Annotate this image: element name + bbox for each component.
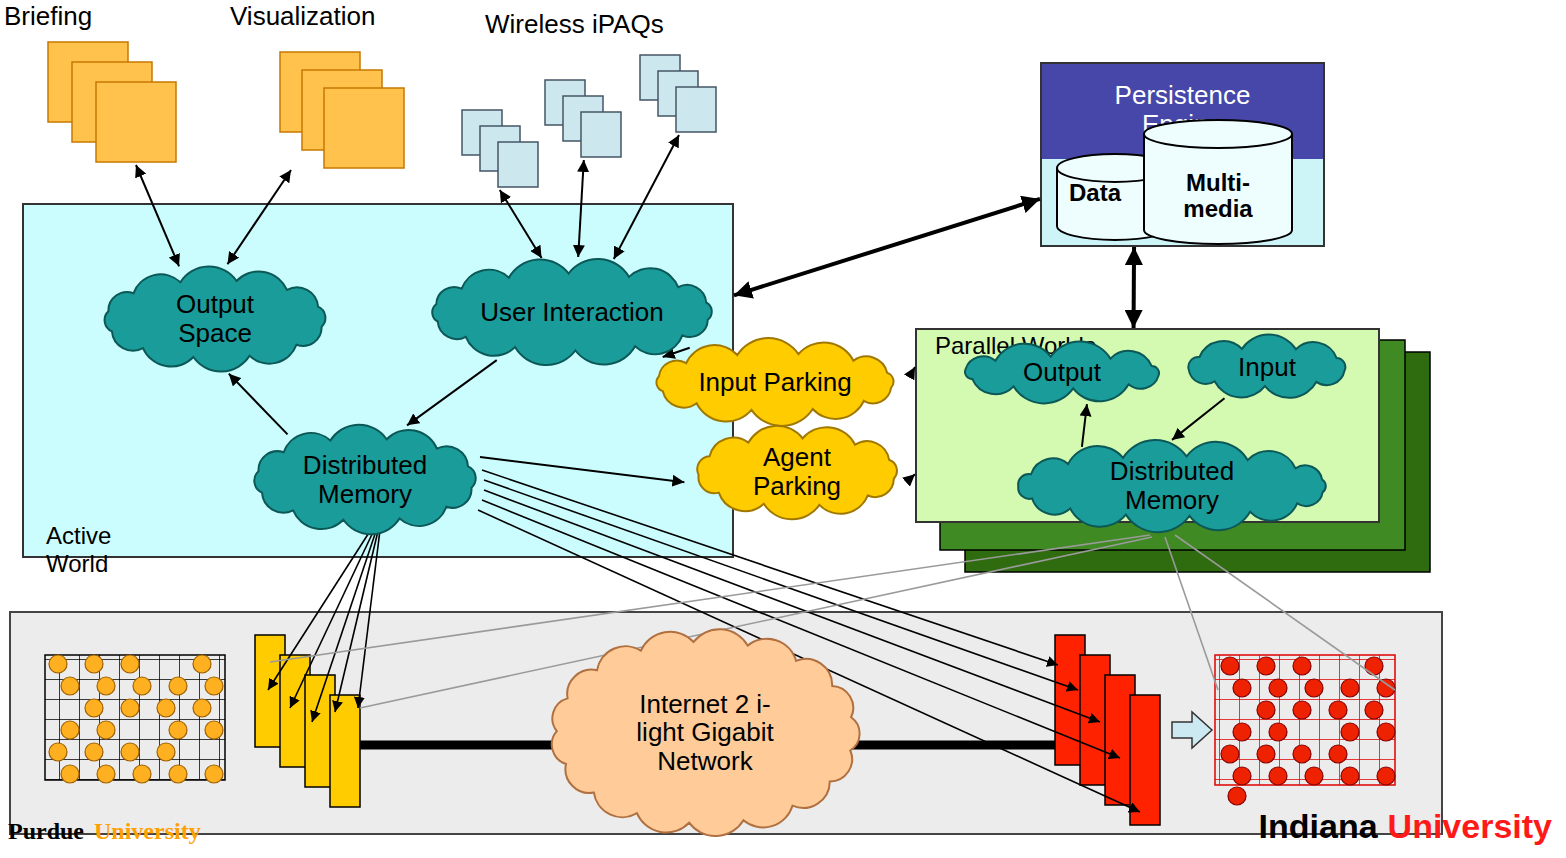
node-label: Output xyxy=(1023,358,1101,387)
node-label: Input xyxy=(1238,353,1296,382)
node-label: Visualization xyxy=(228,2,408,32)
connector-arrow xyxy=(734,199,1040,295)
node-label: Input Parking xyxy=(698,368,851,397)
world-panel: Parallel WorldsOutputInputDistributed Me… xyxy=(915,328,1380,523)
node-label: Internet 2 i-light Gigabit Network xyxy=(636,690,775,776)
visualization-stack: Visualization xyxy=(228,2,408,170)
connector-arrow xyxy=(1132,247,1137,328)
purdue-grid xyxy=(45,655,225,780)
parking-cloud: Input Parking xyxy=(640,337,910,427)
site-label: Purdue xyxy=(8,818,84,844)
database-cylinder: Multi- media xyxy=(1142,120,1294,246)
university-label: Indiana University xyxy=(1259,808,1552,845)
cloud-node: Input xyxy=(1172,332,1362,402)
cloud-node: Distributed Memory xyxy=(1002,440,1342,532)
persistence-box: Persistence EngineDataMulti- media xyxy=(1040,62,1325,247)
node-label: Wireless iPAQs xyxy=(455,10,735,40)
site-label: Indiana xyxy=(1259,808,1378,845)
node-label: Briefing xyxy=(4,2,180,32)
network-cloud: Internet 2 i-light Gigabit Network xyxy=(540,625,870,840)
parking-cloud: Agent Parking xyxy=(682,422,912,522)
university-label: Purdue University xyxy=(8,818,201,844)
node-label: Output Space xyxy=(138,290,293,347)
world-panel: Active WorldOutput SpaceUser Interaction… xyxy=(22,203,734,558)
cloud-node: User Interaction xyxy=(417,257,727,367)
cloud-node: Distributed Memory xyxy=(240,422,490,537)
node-label: Multi- media xyxy=(1176,170,1260,223)
indiana-grid xyxy=(1215,655,1395,785)
transfer-arrow xyxy=(1172,712,1212,748)
cloud-node: Output xyxy=(947,340,1177,405)
site-label: University xyxy=(1388,808,1552,845)
node-label: Distributed Memory xyxy=(1067,457,1278,514)
cloud-node: Output Space xyxy=(90,264,340,374)
node-label: Active World xyxy=(46,522,126,577)
node-label: User Interaction xyxy=(480,298,664,327)
site-label: University xyxy=(94,818,201,844)
ipaq-stack: Wireless iPAQs xyxy=(455,10,735,190)
briefing-stack: Briefing xyxy=(4,2,180,165)
node-label: Agent Parking xyxy=(726,443,869,500)
node-label: Distributed Memory xyxy=(288,451,443,508)
